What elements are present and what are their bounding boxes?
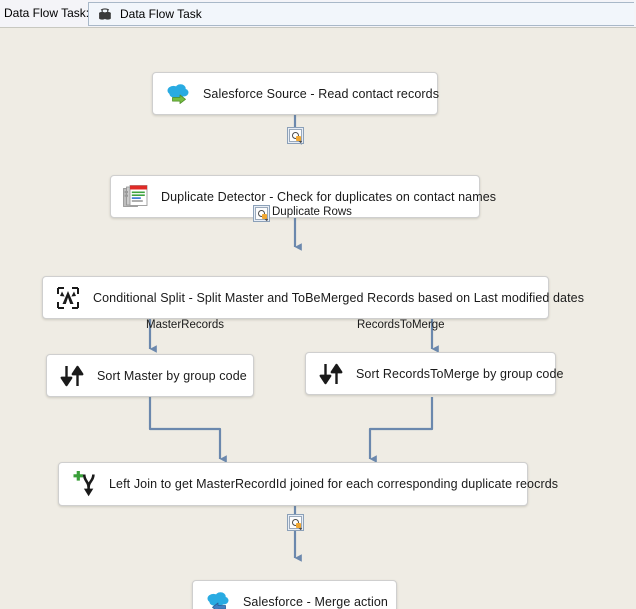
- salesforce-cloud-destination-icon: [203, 587, 233, 609]
- data-flow-task-header-label: Data Flow Task:: [4, 6, 90, 20]
- edge-label-duplicate-rows: Duplicate Rows: [272, 206, 352, 218]
- duplicate-documents-icon: [121, 182, 151, 212]
- data-flow-task-combobox[interactable]: Data Flow Task: [88, 2, 634, 26]
- node-sort-records-to-merge-label: Sort RecordsToMerge by group code: [356, 366, 564, 381]
- edge-label-records-to-merge: RecordsToMerge: [357, 319, 445, 331]
- data-viewer-detector-to-split[interactable]: [253, 205, 270, 222]
- node-sort-master[interactable]: Sort Master by group code: [46, 354, 254, 397]
- edge-label-master-records: MasterRecords: [146, 319, 224, 331]
- merge-join-icon: [69, 469, 99, 499]
- node-salesforce-merge-label: Salesforce - Merge action: [243, 594, 388, 609]
- data-viewer-join-to-merge[interactable]: [287, 514, 304, 531]
- data-viewer-magnifier-icon: [255, 207, 269, 221]
- node-left-join[interactable]: Left Join to get MasterRecordId joined f…: [58, 462, 558, 506]
- node-duplicate-detector-label: Duplicate Detector - Check for duplicate…: [161, 189, 497, 204]
- data-viewer-source-to-detector[interactable]: [287, 127, 304, 144]
- node-salesforce-source-label: Salesforce Source - Read contact records: [203, 86, 440, 101]
- data-flow-task-icon: [97, 7, 113, 23]
- data-viewer-magnifier-icon: [289, 129, 303, 143]
- node-conditional-split[interactable]: Conditional Split - Split Master and ToB…: [42, 276, 584, 319]
- data-viewer-magnifier-icon: [289, 516, 303, 530]
- node-duplicate-detector[interactable]: Duplicate Detector - Check for duplicate…: [110, 175, 496, 218]
- node-salesforce-source[interactable]: Salesforce Source - Read contact records: [152, 72, 440, 115]
- data-flow-task-header: Data Flow Task: Data Flow Task: [0, 0, 636, 28]
- node-salesforce-merge[interactable]: Salesforce - Merge action: [192, 580, 397, 609]
- connector-sort-master-to-join: [148, 397, 227, 463]
- sort-arrows-icon: [57, 361, 87, 391]
- data-flow-task-combobox-value: Data Flow Task: [120, 7, 202, 21]
- connector-sort-merge-to-join: [368, 397, 434, 463]
- sort-arrows-icon: [316, 359, 346, 389]
- node-sort-records-to-merge[interactable]: Sort RecordsToMerge by group code: [305, 352, 563, 395]
- data-flow-canvas[interactable]: Salesforce Source - Read contact records: [0, 28, 636, 609]
- salesforce-cloud-source-icon: [163, 79, 193, 109]
- node-left-join-label: Left Join to get MasterRecordId joined f…: [109, 477, 559, 491]
- conditional-split-icon: [53, 283, 83, 313]
- node-sort-master-label: Sort Master by group code: [97, 368, 247, 383]
- node-conditional-split-label: Conditional Split - Split Master and ToB…: [93, 290, 585, 305]
